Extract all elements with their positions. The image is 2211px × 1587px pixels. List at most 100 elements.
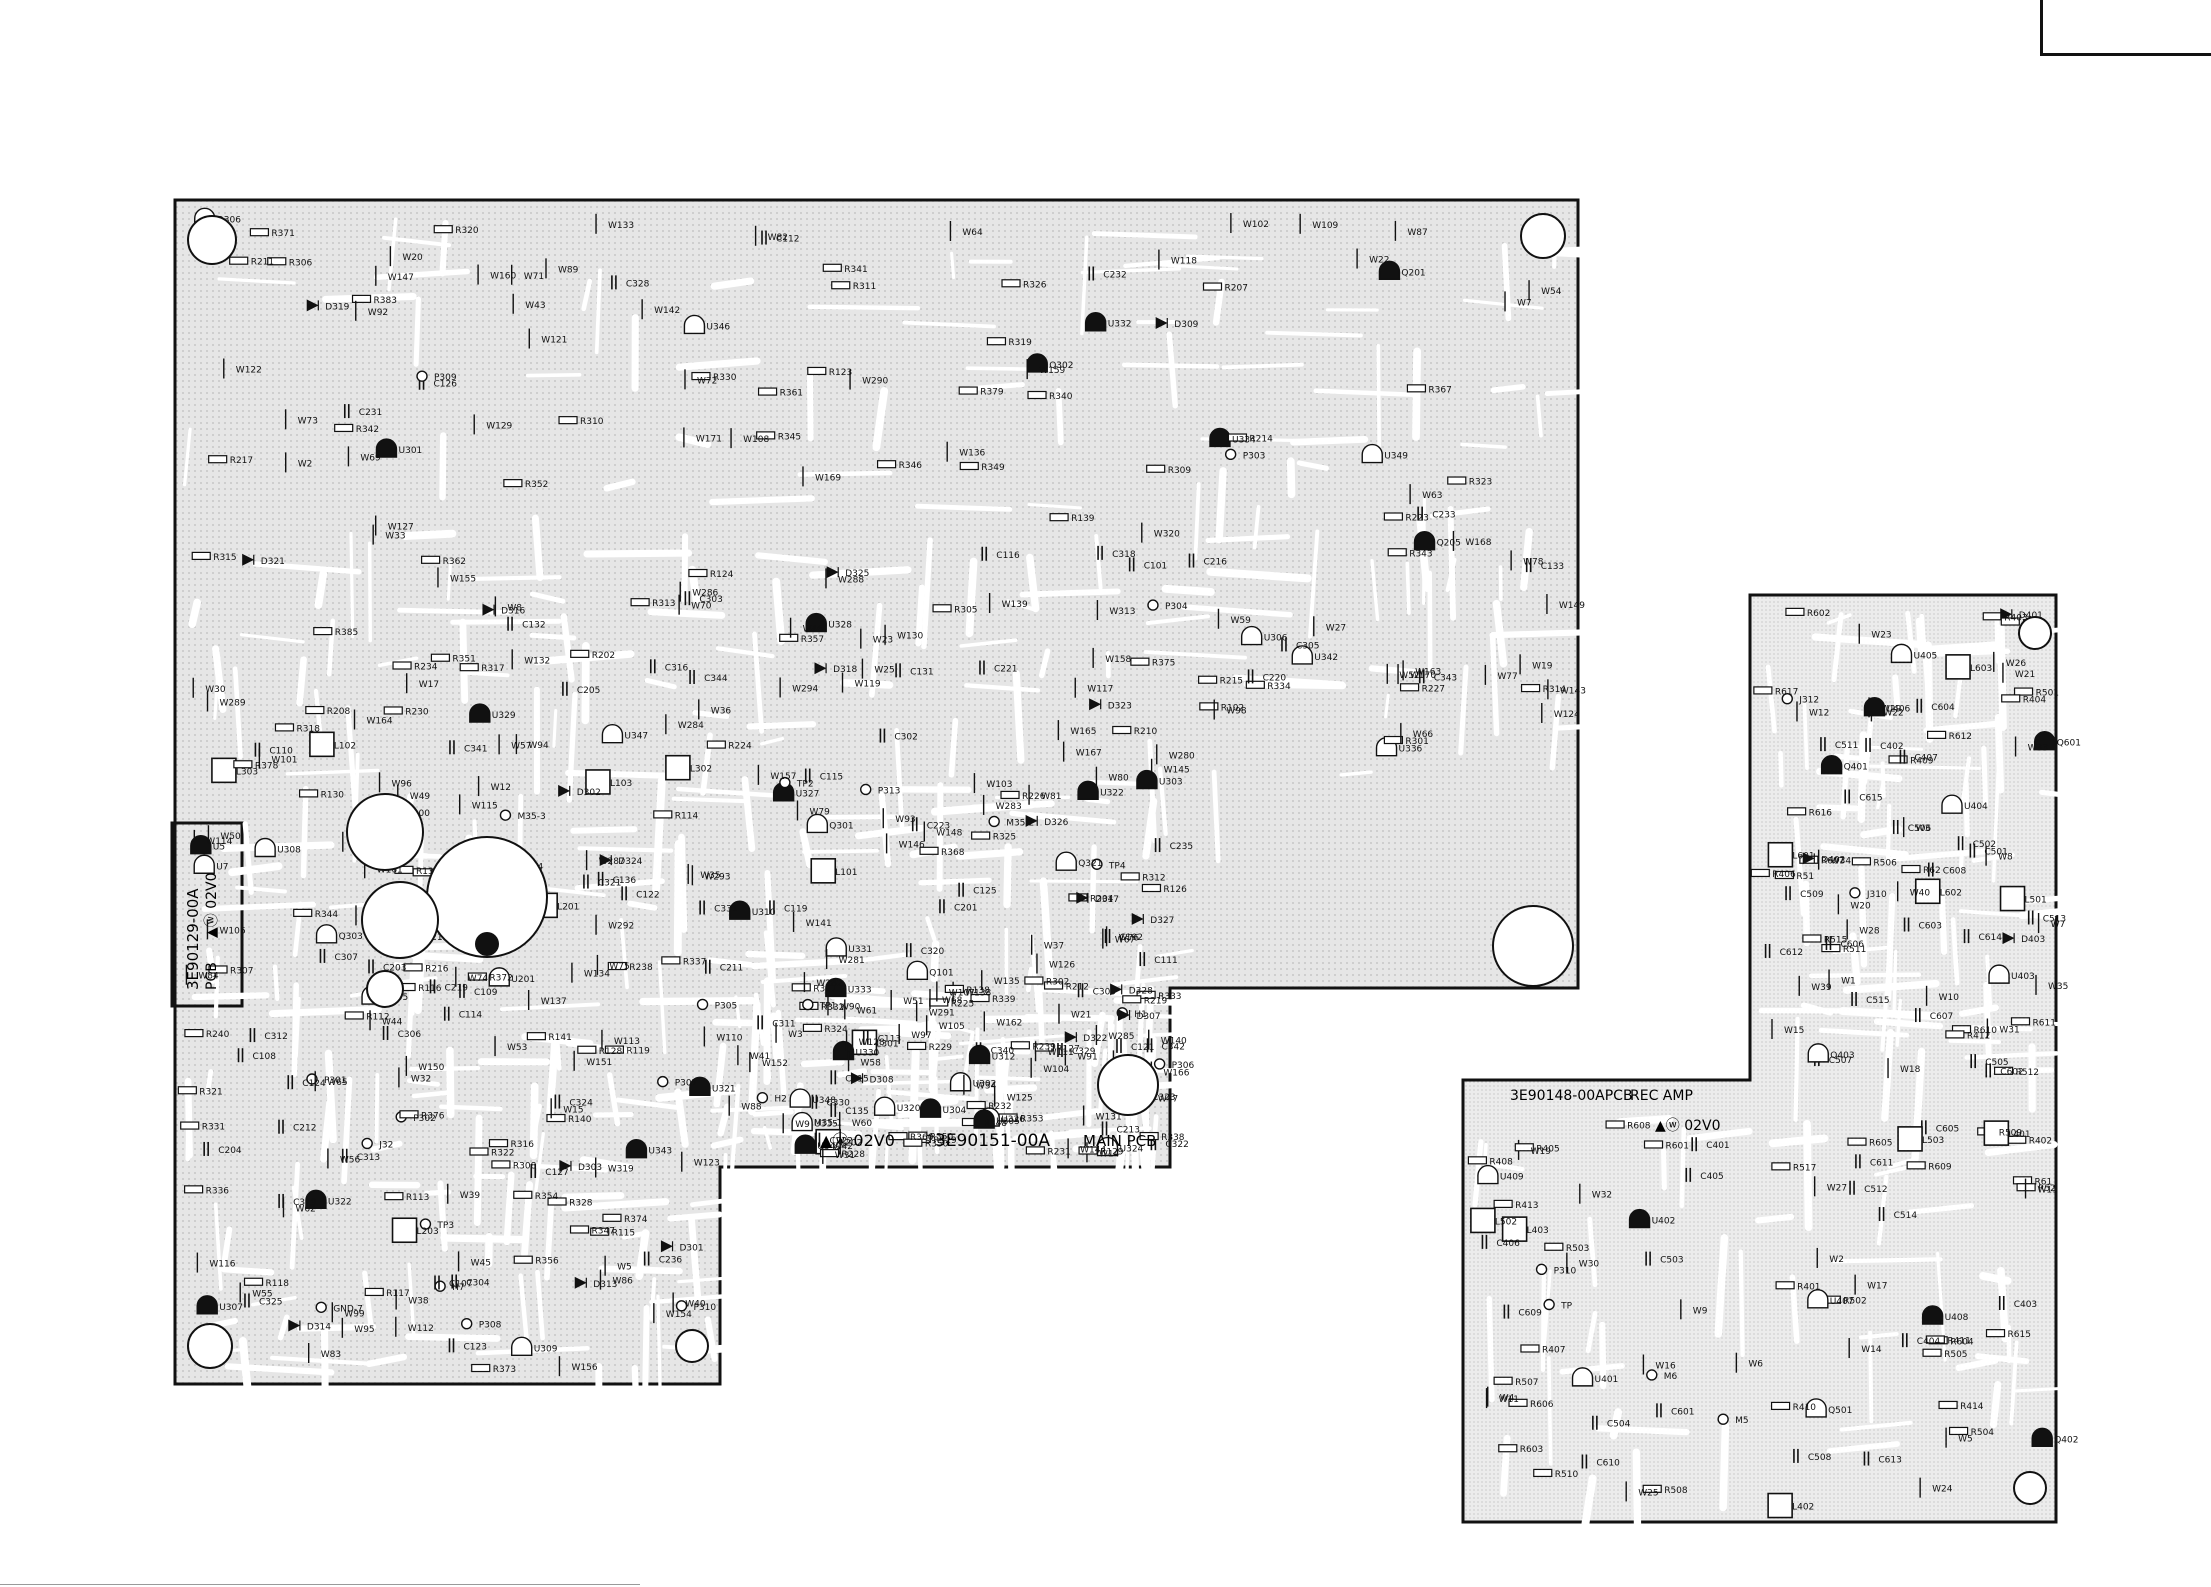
- footprint-u407: [1807, 1289, 1829, 1309]
- copper-trace: [1012, 670, 1025, 764]
- ref-l502: L502: [1495, 1217, 1517, 1227]
- copper-trace: [566, 691, 578, 803]
- ref-w102: W102: [1243, 220, 1269, 230]
- ref-u308: U308: [277, 846, 301, 856]
- ref-c405: C405: [1700, 1172, 1723, 1182]
- ref-d401: D401: [2019, 611, 2043, 621]
- footprint-q401: [1820, 754, 1843, 775]
- ref-c133: C133: [1541, 562, 1564, 572]
- ref-c316: C316: [665, 663, 689, 673]
- rec-amp-title: REC AMP: [1630, 1088, 1693, 1104]
- ref-r341: R341: [844, 265, 867, 275]
- copper-trace: [752, 631, 764, 734]
- footprint-c233: [1417, 506, 1423, 521]
- footprint-r334: [1245, 680, 1265, 689]
- ref-w44: W44: [382, 1017, 403, 1027]
- ref-w77: W77: [1497, 672, 1517, 682]
- ref-r117: R117: [386, 1289, 409, 1299]
- footprint-p301: [306, 1073, 318, 1085]
- footprint-c125: [958, 882, 964, 897]
- ref-w70: W70: [691, 602, 712, 612]
- copper-trace: [1489, 632, 1500, 737]
- copper-trace: [1147, 738, 1158, 844]
- footprint-c216: [1188, 553, 1195, 568]
- footprint-r368: [919, 846, 939, 855]
- footprint-r612: [1926, 730, 1947, 739]
- footprint-r615: [1985, 1329, 2006, 1338]
- footprint-c601: [1656, 1403, 1662, 1418]
- ref-w158: W158: [1105, 655, 1131, 665]
- footprint-tp3: [419, 1218, 432, 1230]
- footprint-c325: [244, 1293, 250, 1308]
- ref-c108: C108: [253, 1052, 277, 1062]
- ref-w20: W20: [402, 253, 423, 263]
- copper-trace: [800, 1058, 845, 1068]
- ref-r337: R337: [683, 957, 706, 967]
- copper-trace: [1055, 388, 1064, 446]
- sub-pcb-revision: ▲ⓦ 02V0: [204, 872, 220, 938]
- copper-trace: [2014, 1385, 2096, 1393]
- ref-c328: C328: [626, 279, 650, 289]
- ref-c213: C213: [1117, 1125, 1140, 1135]
- footprint-l502: [1470, 1207, 1496, 1234]
- ref-r350: R350: [925, 1140, 949, 1150]
- copper-trace: [902, 320, 996, 329]
- footprint-c108: [237, 1048, 244, 1063]
- ref-q302: Q302: [1049, 361, 1073, 371]
- copper-trace: [462, 670, 510, 678]
- footprint-m35-3: [499, 809, 512, 821]
- ref-u330: U330: [856, 1049, 880, 1059]
- footprint-j310: [1849, 887, 1861, 899]
- main-pcb-part-number: 3E90151-00A: [935, 1131, 1050, 1151]
- ref-w52: W52: [1399, 671, 1419, 681]
- ref-d307: D307: [1137, 1012, 1161, 1022]
- copper-trace: [2039, 789, 2096, 802]
- copper-trace: [1768, 1134, 1829, 1148]
- ref-u320: U320: [897, 1104, 921, 1114]
- ref-r403: R403: [2004, 613, 2027, 623]
- footprint-c302: [879, 728, 886, 743]
- copper-trace: [1159, 263, 1239, 271]
- footprint-u332: [1084, 312, 1107, 332]
- footprint-u343: [625, 1138, 648, 1159]
- footprint-r308: [491, 1160, 511, 1169]
- footprint-u402: [1628, 1208, 1651, 1229]
- ref-c123: C123: [464, 1342, 487, 1352]
- ref-c609: C609: [1518, 1309, 1542, 1319]
- mount-hole-m6: [2013, 1471, 2047, 1505]
- ref-u332: U332: [1108, 320, 1132, 330]
- copper-trace: [1458, 664, 1469, 756]
- copper-trace: [446, 1046, 455, 1119]
- copper-trace: [1161, 584, 1215, 596]
- ref-q601: Q601: [2057, 739, 2081, 749]
- footprint-u334: [1209, 427, 1231, 448]
- copper-trace: [594, 268, 602, 355]
- ref-w12: W12: [1809, 708, 1829, 718]
- ref-u340: U340: [817, 1142, 841, 1152]
- copper-trace: [745, 950, 806, 960]
- ref-r312: R312: [1142, 873, 1165, 883]
- copper-trace: [365, 1353, 408, 1368]
- ref-r307: R307: [230, 967, 253, 977]
- copper-trace: [764, 1020, 772, 1080]
- footprint-u340: [794, 1134, 816, 1154]
- copper-trace: [238, 1336, 254, 1415]
- copper-trace: [1143, 1067, 1221, 1075]
- ref-p301: P301: [324, 1076, 347, 1086]
- ref-r114: R114: [675, 811, 699, 821]
- ref-c615: C615: [1859, 794, 1882, 804]
- ref-c233: C233: [1432, 511, 1455, 521]
- ref-m35-1: M35-1: [814, 1119, 842, 1129]
- ref-w136: W136: [959, 449, 985, 459]
- footprint-u348: [789, 1088, 811, 1108]
- copper-trace: [1868, 1330, 1874, 1424]
- ref-l102: L102: [334, 741, 356, 751]
- copper-trace: [272, 964, 280, 1002]
- ref-u327: U327: [796, 790, 820, 800]
- ref-u303: U303: [1159, 778, 1183, 788]
- ref-w293: W293: [704, 872, 730, 882]
- ref-w7: W7: [2051, 920, 2066, 930]
- footprint-r238: [607, 961, 627, 971]
- ref-r51: R51: [1796, 872, 1814, 882]
- ref-j312: J312: [1798, 696, 1819, 706]
